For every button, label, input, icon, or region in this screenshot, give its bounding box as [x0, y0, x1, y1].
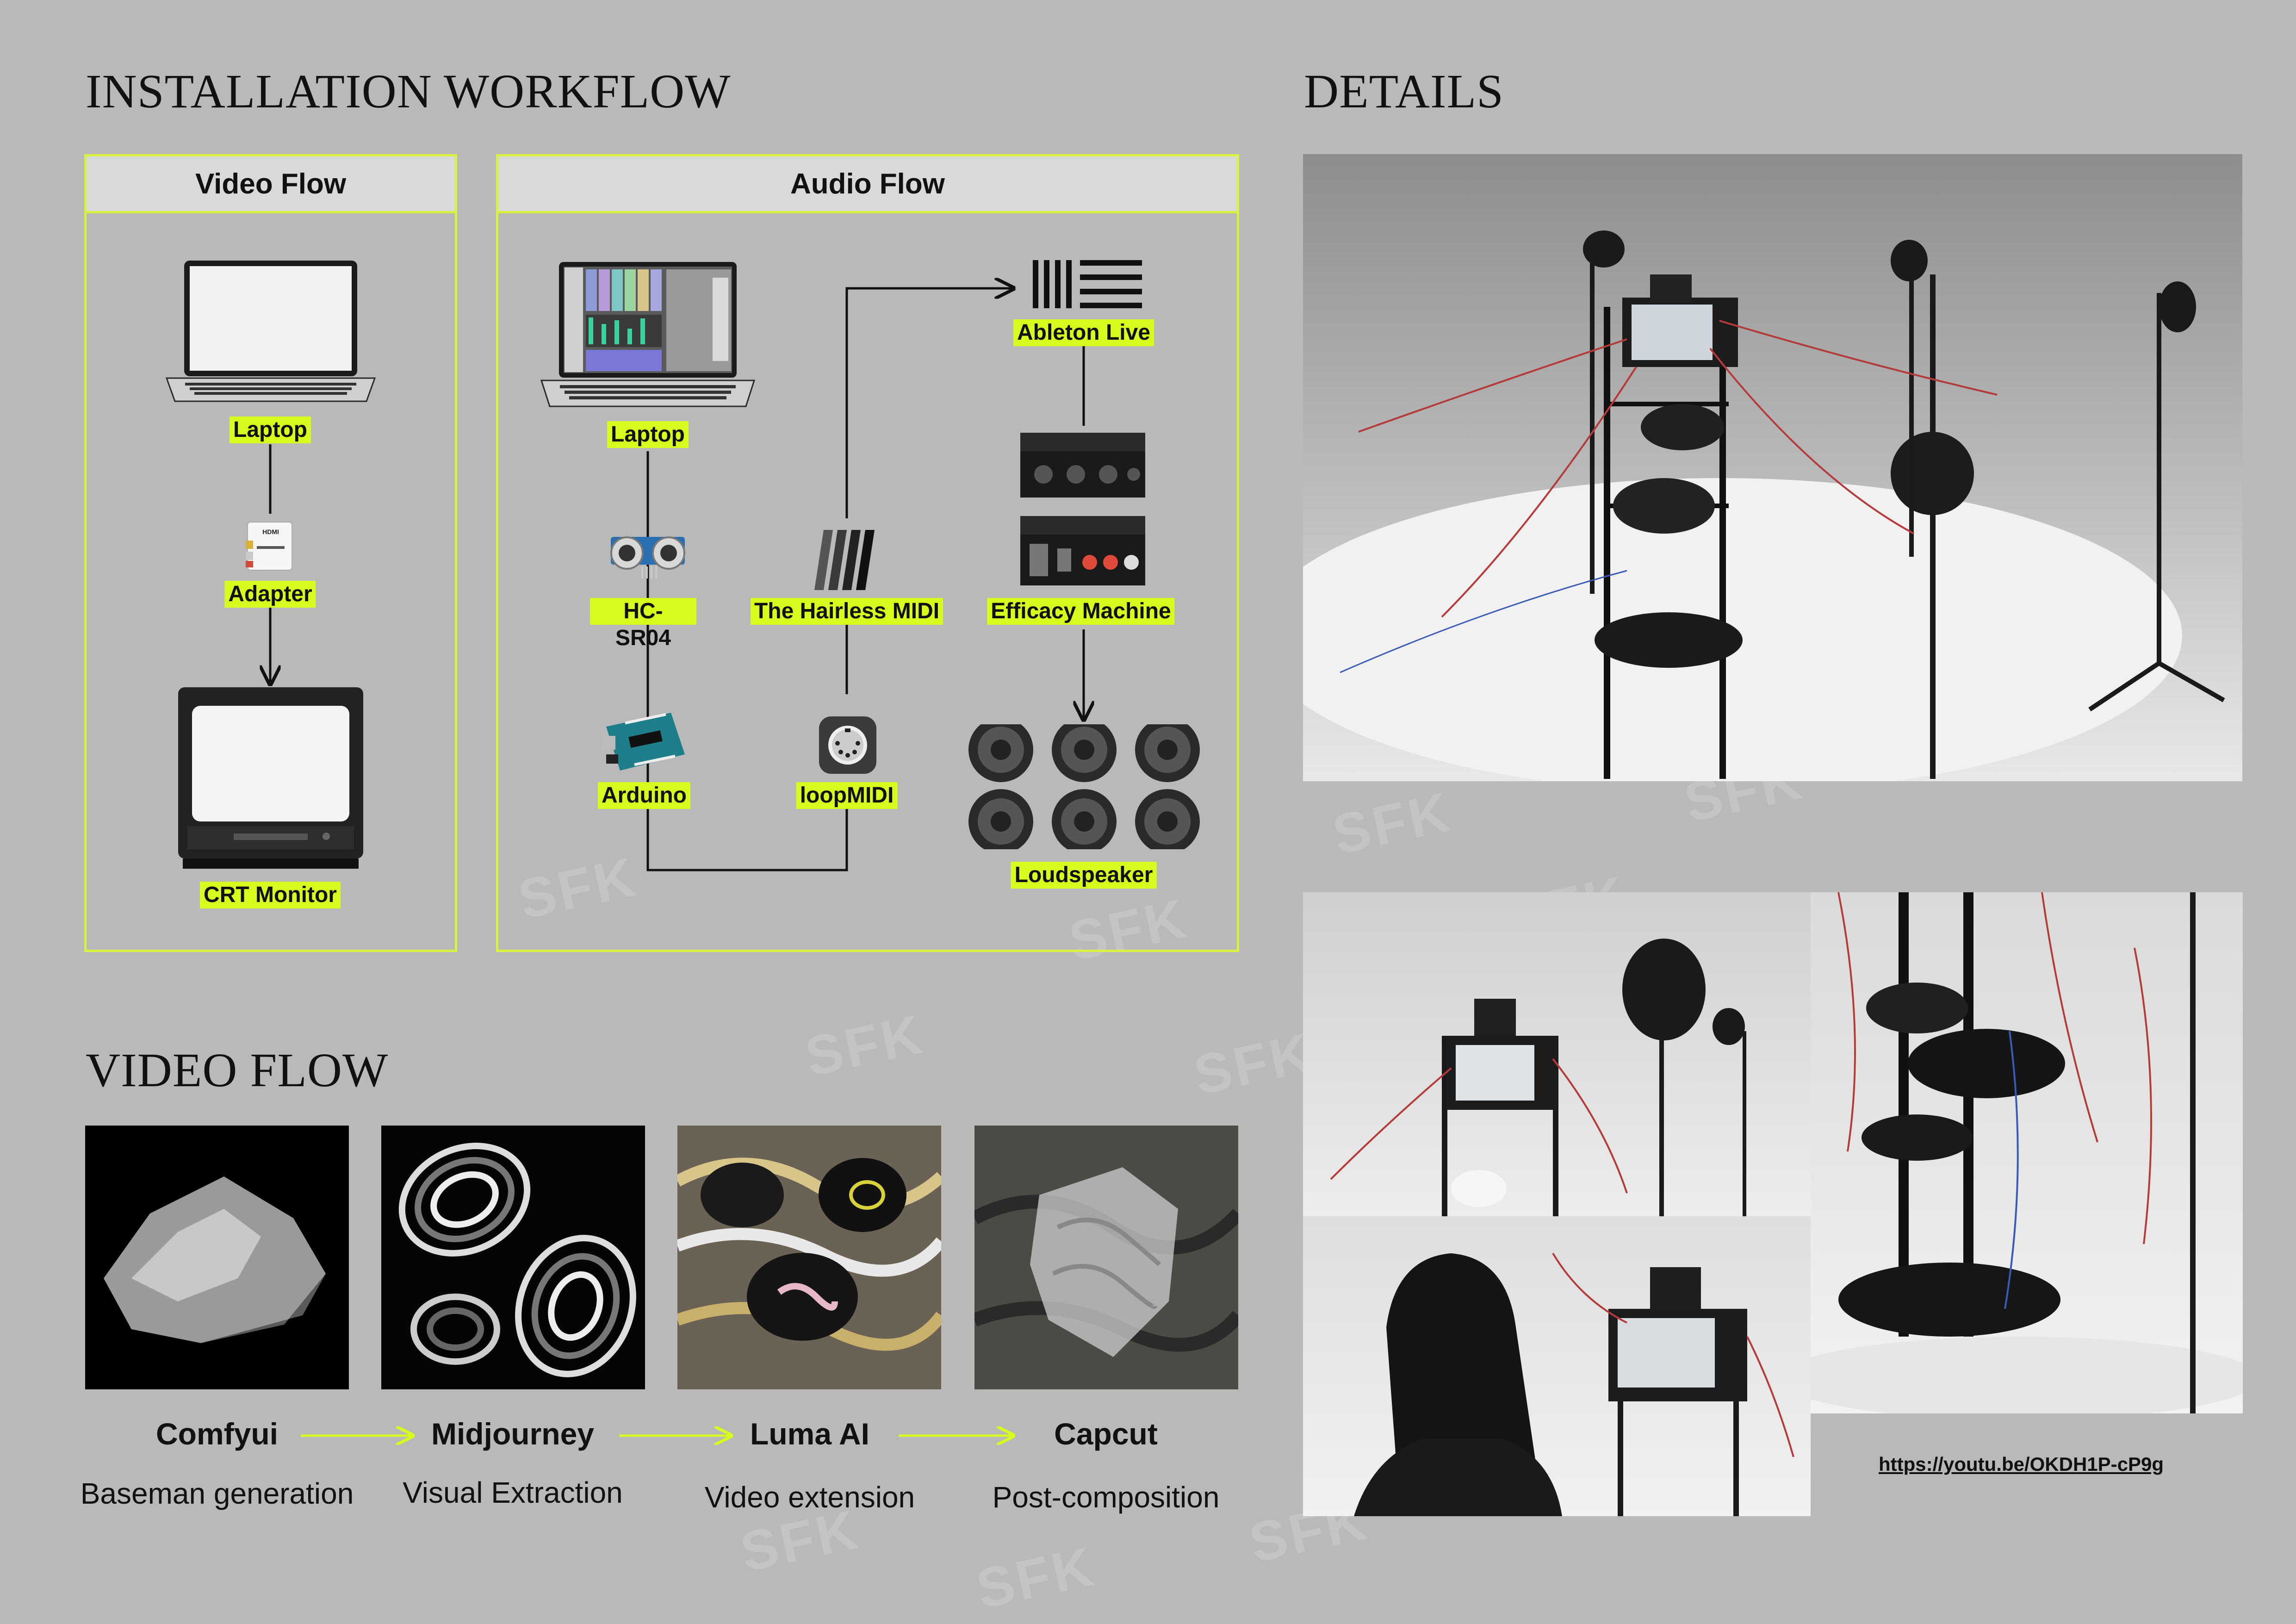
loopmidi-icon — [819, 716, 876, 774]
loudspeaker-icon — [968, 717, 1200, 854]
audio-flow-heading: Audio Flow — [498, 156, 1237, 213]
installation-photo-viewer — [1303, 1216, 1811, 1516]
installation-photo-main — [1303, 154, 2242, 781]
ableton-logo-icon — [1033, 260, 1142, 308]
hdmi-adapter-icon: HDMI — [246, 522, 292, 571]
video-laptop-label: Laptop — [230, 417, 311, 443]
audio-laptop-label: Laptop — [607, 421, 689, 448]
audio-flow-panel: Audio Flow — [496, 154, 1239, 952]
step-comfyui-name: Comfyui — [156, 1417, 278, 1451]
step-luma-name: Luma AI — [750, 1417, 869, 1451]
details-title: DETAILS — [1304, 65, 1504, 118]
installation-photo-monitor — [1303, 892, 1811, 1216]
loudspeaker-label: Loudspeaker — [1011, 862, 1157, 889]
hairless-midi-icon — [814, 530, 875, 590]
arduino-label: Arduino — [598, 782, 690, 809]
hairless-midi-label: The Hairless MIDI — [750, 598, 943, 625]
crt-monitor-icon — [178, 687, 363, 869]
arduino-board-icon — [602, 713, 685, 771]
laptop-icon — [540, 262, 756, 407]
svg-text:HDMI: HDMI — [262, 528, 279, 535]
step-luma-desc: Video extension — [704, 1481, 915, 1514]
luma-ai-image — [677, 1126, 941, 1389]
efficacy-machine-label: Efficacy Machine — [987, 598, 1175, 625]
connector-laptop-arduino-loopmidi — [646, 451, 848, 871]
amplifier-icon — [1020, 433, 1145, 585]
step-midjourney-name: Midjourney — [431, 1417, 595, 1451]
step-comfyui-desc: Baseman generation — [80, 1477, 354, 1510]
comfyui-image — [85, 1126, 349, 1389]
video-flow-heading: Video Flow — [87, 156, 455, 213]
adapter-label: Adapter — [224, 581, 316, 608]
ableton-live-label: Ableton Live — [1013, 319, 1154, 346]
step-capcut-desc: Post-composition — [992, 1481, 1220, 1514]
installation-photo-stones — [1811, 892, 2243, 1413]
video-link[interactable]: https://youtu.be/OKDH1P-cP9g — [1879, 1453, 2164, 1475]
loopmidi-label: loopMIDI — [796, 782, 898, 809]
hc-sr04-label-part2: SR04 — [615, 626, 671, 650]
crt-monitor-label: CRT Monitor — [200, 882, 341, 908]
connector-hairless-ableton — [845, 288, 1013, 518]
loudspeaker-group — [965, 717, 1205, 854]
video-flow-title: VIDEO FLOW — [86, 1044, 389, 1097]
hc-sr04-label-part1: HC- — [590, 598, 696, 625]
video-flow-panel: Video Flow — [84, 154, 457, 952]
midjourney-image — [381, 1126, 645, 1389]
hc-sr04-label: HC- SR04 — [590, 598, 696, 652]
workflow-title: INSTALLATION WORKFLOW — [86, 65, 731, 118]
capcut-image — [974, 1126, 1238, 1389]
ultrasonic-sensor-icon — [610, 536, 685, 579]
laptop-icon — [165, 261, 376, 402]
step-capcut-name: Capcut — [1054, 1417, 1158, 1451]
step-midjourney-desc: Visual Extraction — [403, 1476, 623, 1509]
